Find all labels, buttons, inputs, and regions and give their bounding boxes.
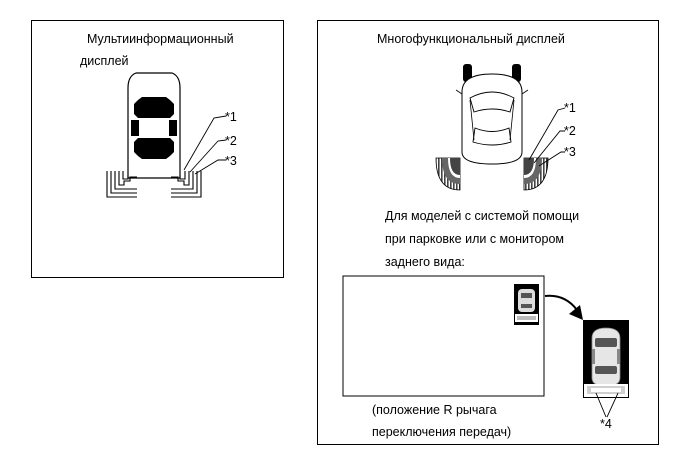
screen-frame <box>342 275 545 397</box>
mfd-car-icon <box>455 64 529 165</box>
mid-right-corner-sensor <box>171 171 202 198</box>
mfd-right-sensor-arc <box>523 157 549 191</box>
parking-note-line3: заднего вида: <box>385 255 465 269</box>
callout-4: *4 <box>600 417 612 431</box>
mfd-callout-3: *3 <box>564 145 576 159</box>
left-panel-title-line2: дисплей <box>80 54 129 68</box>
screen-thumbnail-icon <box>514 284 539 325</box>
arrow-head-icon <box>569 305 583 320</box>
mid-callout-1: *1 <box>225 110 237 124</box>
shift-caption-line1: (положение R рычага <box>372 403 497 417</box>
left-panel-title-line1: Мультиинформационный <box>87 32 234 46</box>
mfd-callout-1: *1 <box>564 101 576 115</box>
zoom-arrow <box>544 294 578 311</box>
right-panel-title: Многофункциональный дисплей <box>377 32 565 46</box>
mid-callout-2: *2 <box>225 134 237 148</box>
mid-callout-3: *3 <box>225 154 237 168</box>
mfd-callout-2: *2 <box>564 124 576 138</box>
mfd-left-sensor-arc <box>435 157 461 191</box>
parking-note-line1: Для моделей с системой помощи <box>385 209 580 223</box>
parking-note-line2: при парковке или с монитором <box>385 232 565 246</box>
enlarged-sensor-icon <box>583 320 629 398</box>
mid-callout-leaders <box>183 115 227 175</box>
shift-caption-line2: переключения передач) <box>372 425 512 439</box>
mid-car-icon <box>127 72 181 179</box>
mfd-callout-leaders <box>528 107 566 167</box>
mid-left-corner-sensor <box>106 171 137 198</box>
callout-4-leaders <box>595 392 619 418</box>
